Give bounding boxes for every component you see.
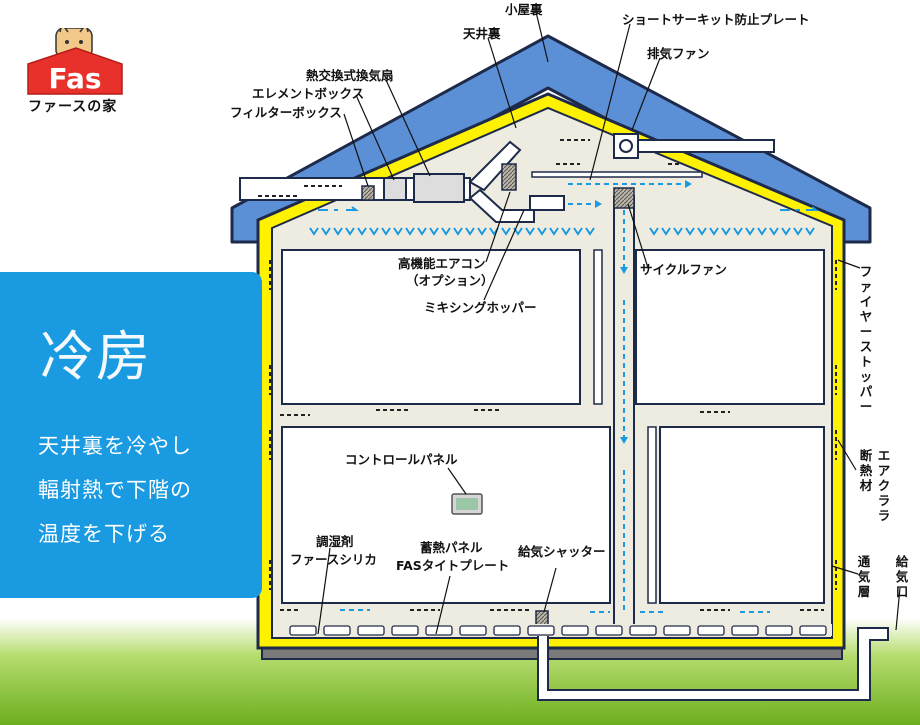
label-attic: 小屋裏 [504, 2, 543, 17]
heat-panel-unit [561, 625, 589, 636]
supply-shutter [535, 610, 549, 626]
panel-line-1: 天井裏を冷やし [38, 434, 192, 458]
feature-panel [0, 272, 262, 598]
label-element-box: エレメントボックス [252, 86, 364, 101]
label-fas-silica: ファースシリカ [290, 552, 377, 567]
leader-lines [317, 11, 901, 635]
return-air-flow [258, 139, 837, 611]
hi-perf-ac [501, 163, 517, 191]
heat-panel-unit [493, 625, 521, 636]
label-air-inlet: 給気口 [896, 554, 909, 599]
brand-tagline: ファースの家 [28, 99, 118, 115]
fas-logo: Fas [22, 22, 126, 118]
heat-panel-unit [663, 625, 691, 636]
label-ceiling-space: 天井裏 [463, 26, 501, 41]
label-cycle-fan: サイクルファン [640, 262, 727, 277]
heat-storage-panels [282, 624, 832, 636]
panel-title: 冷房 [40, 325, 152, 388]
heat-panel-unit [731, 625, 759, 636]
short-circuit-plate [531, 171, 703, 178]
heat-panel-unit [323, 625, 351, 636]
label-optional: （オプション） [406, 273, 494, 288]
label-insulation: 断熱材 [859, 448, 873, 493]
heat-exchange-fan [413, 173, 465, 203]
logo-text: Fas [48, 62, 101, 95]
label-mixing-hopper: ミキシングホッパー [424, 300, 537, 315]
element-box [383, 177, 407, 201]
panel-line-2: 輻射熱で下階の [38, 478, 192, 502]
heat-panel-unit [289, 625, 317, 636]
room-upper-right [635, 249, 825, 405]
heat-panel-unit [459, 625, 487, 636]
ceiling-cool-air [309, 206, 819, 236]
heat-panel-unit [425, 625, 453, 636]
heat-panel-unit [595, 625, 623, 636]
heat-panel-unit [765, 625, 793, 636]
label-heat-storage-panel: 蓄熱パネル [420, 540, 483, 555]
heat-panel-unit [391, 625, 419, 636]
label-humidity-agent: 調湿剤 [316, 534, 354, 549]
room-lower-right [659, 426, 825, 604]
heat-panel-unit [527, 625, 555, 636]
heat-panel-unit [799, 625, 827, 636]
cycle-fan [613, 187, 635, 209]
label-hi-perf-ac: 高機能エアコン [398, 256, 486, 271]
heat-panel-unit [629, 625, 657, 636]
room-lower-left [281, 426, 611, 604]
label-fas-tight-plate: FASタイトプレート [396, 558, 509, 573]
heat-panel-unit [697, 625, 725, 636]
mixing-hopper [529, 195, 565, 211]
exhaust-duct [635, 139, 775, 153]
label-air-clara: エアクララ [878, 448, 891, 523]
cool-air-flow [340, 183, 770, 613]
label-exhaust-fan: 排気ファン [647, 46, 710, 61]
label-ventilation-layer: 通気層 [858, 554, 871, 599]
panel-line-3: 温度を下げる [38, 522, 170, 546]
label-filter-box: フィルターボックス [230, 105, 342, 120]
room-upper-left [281, 249, 581, 405]
control-panel-device [451, 493, 483, 515]
label-control-panel: コントロールパネル [345, 452, 458, 467]
label-short-circuit-plate: ショートサーキット防止プレート [622, 12, 810, 27]
label-supply-shutter: 給気シャッター [518, 544, 606, 559]
filter-box [361, 185, 375, 201]
exhaust-fan-box [613, 133, 639, 159]
label-fire-stopper: ファイヤーストッパー [860, 264, 873, 414]
ventilation-duct [239, 133, 775, 626]
supply-pipe [537, 624, 889, 701]
label-heat-exchange-fan: 熱交換式換気扇 [306, 68, 394, 83]
heat-panel-unit [357, 625, 385, 636]
